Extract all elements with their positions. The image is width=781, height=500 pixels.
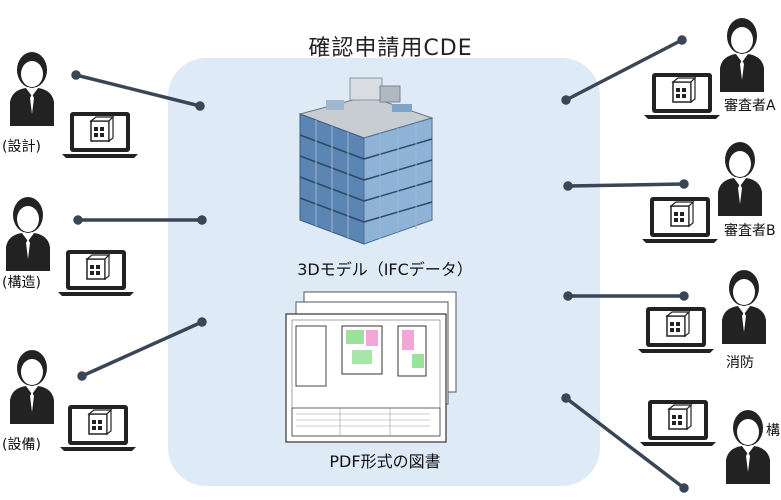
user-label-reviewer-a: 審査者A: [724, 98, 776, 114]
connector-dot: [71, 70, 81, 80]
connector-lines-left: [71, 70, 207, 381]
person-icon: [726, 410, 770, 484]
connector-line: [566, 182, 686, 188]
building-3d-model: [298, 77, 434, 245]
connector-dot: [195, 101, 205, 111]
person-icon: [6, 197, 50, 271]
person-icon: [10, 52, 54, 126]
pdf-caption: PDF形式の図書: [329, 452, 441, 471]
laptop-icon: [57, 249, 135, 297]
user-label-fire-dept: 消防: [726, 355, 754, 371]
connector-dot: [197, 215, 207, 225]
laptop-icon: [639, 399, 717, 447]
user-label-design: (設計): [2, 139, 41, 155]
connector-dot: [197, 317, 207, 327]
laptop-icon: [641, 196, 719, 244]
connector-lines-right: [561, 35, 689, 493]
connector-dot: [73, 215, 83, 225]
connector-line: [564, 38, 684, 102]
laptop-icon: [637, 306, 715, 354]
laptop-icon: [643, 72, 721, 120]
person-icon: [722, 270, 766, 344]
cde-title: 確認申請用CDE: [308, 36, 473, 61]
connector-line: [74, 73, 202, 108]
connector-dot: [77, 371, 87, 381]
pdf-drawings: [285, 291, 457, 443]
laptop-icon: [61, 111, 139, 159]
connector-line: [80, 320, 204, 378]
person-icon: [718, 142, 762, 216]
person-icon: [10, 350, 54, 424]
user-label-equipment: (設備): [2, 437, 41, 453]
user-label-structure: (構造): [2, 275, 41, 291]
person-icon: [720, 18, 764, 92]
user-label-reviewer-b: 審査者B: [724, 223, 776, 239]
user-label-partial: 構: [766, 423, 780, 439]
model-caption: 3Dモデル（IFCデータ）: [297, 260, 473, 279]
laptop-icon: [59, 404, 137, 452]
connector-line: [564, 396, 686, 490]
